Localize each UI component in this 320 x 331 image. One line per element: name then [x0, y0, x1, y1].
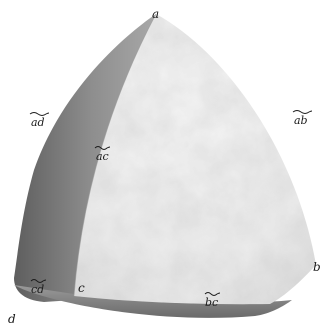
tilde-bc	[204, 292, 221, 296]
edge-ac	[73, 13, 157, 297]
arc-label-ac: ac	[96, 150, 109, 163]
left-face	[14, 14, 156, 302]
tilde-ab	[292, 110, 313, 114]
arc-label-cd: cd	[31, 283, 44, 296]
tilde-cd	[30, 279, 47, 283]
arc-label-ad: ad	[31, 116, 45, 129]
tilde-ad	[29, 112, 50, 116]
front-face-texture	[74, 14, 316, 305]
arc-label-ab-group: ab	[292, 110, 313, 127]
arc-label-ad-group: ad	[29, 112, 50, 129]
vertex-label-c: c	[78, 281, 85, 295]
arc-label-bc-group: bc	[204, 292, 221, 309]
vertex-label-d: d	[8, 312, 16, 326]
arc-label-ab: ab	[294, 114, 308, 127]
arc-label-cd-group: cd	[30, 279, 47, 296]
tilde-ac	[94, 146, 111, 150]
vertex-label-a: a	[152, 7, 159, 21]
vertex-label-b: b	[313, 260, 320, 274]
arc-label-ac-group: ac	[94, 146, 111, 163]
arc-label-bc: bc	[205, 296, 218, 309]
